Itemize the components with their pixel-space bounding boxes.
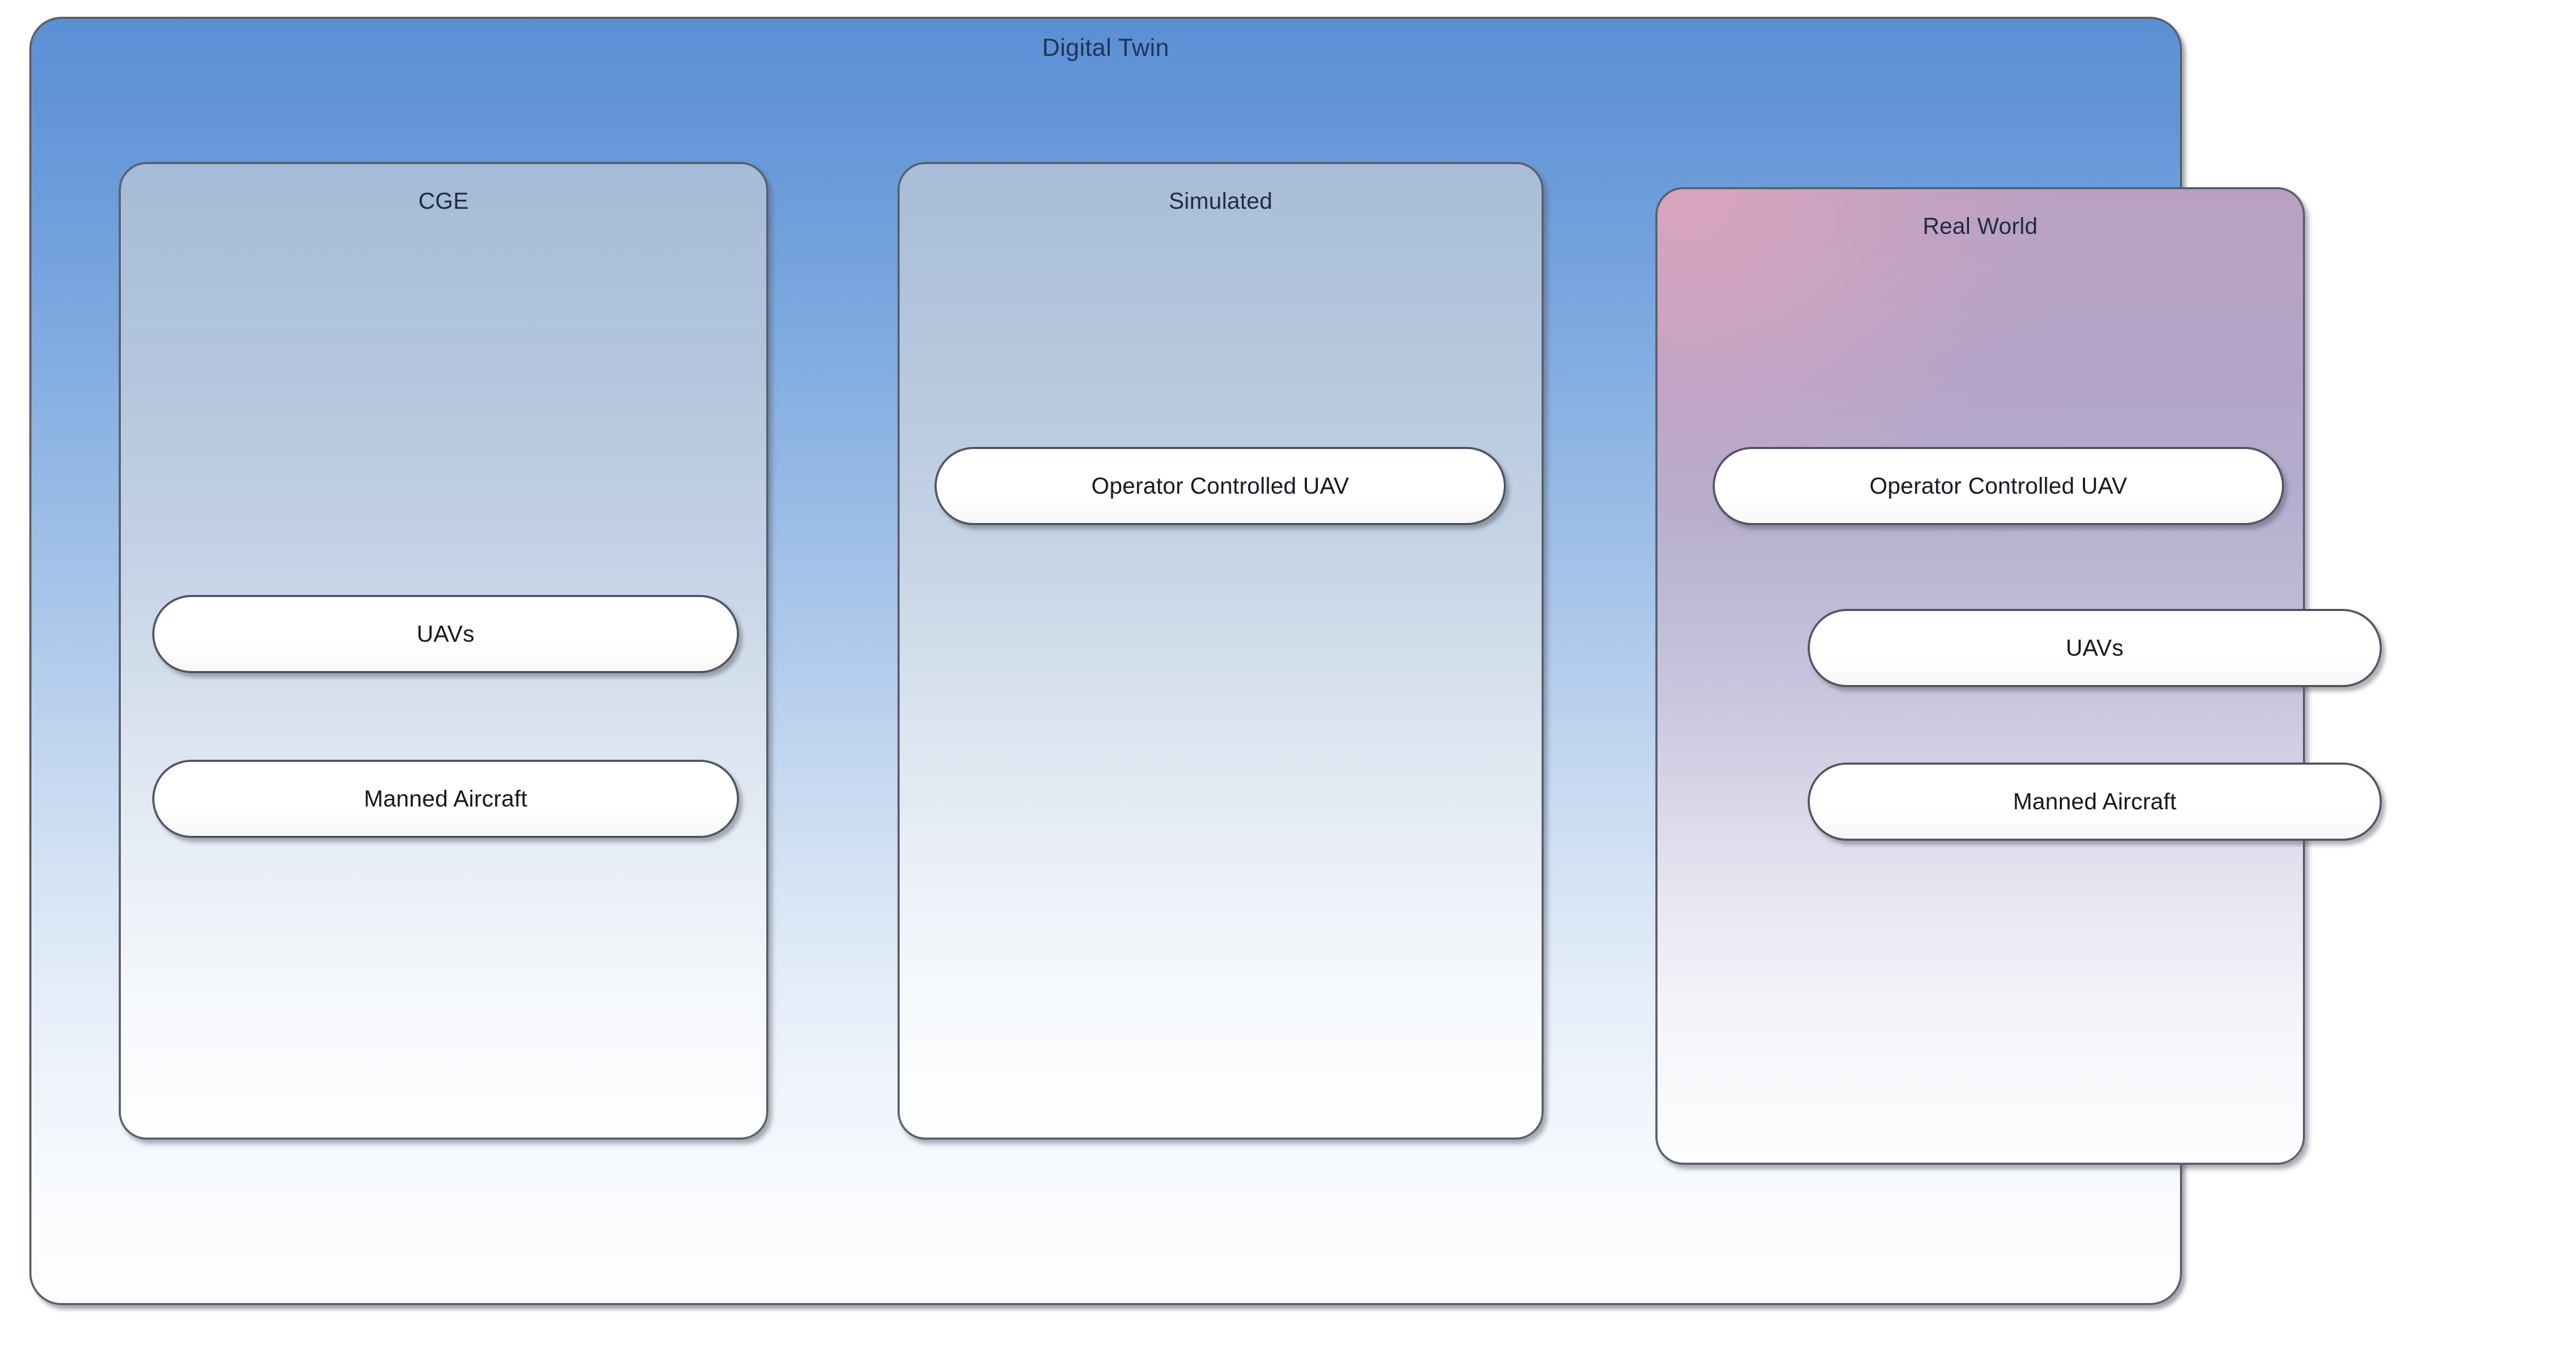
node-label: Operator Controlled UAV <box>1869 473 2128 499</box>
node-label: UAVs <box>2065 635 2124 661</box>
node-simulated-operator-controlled-uav[interactable]: Operator Controlled UAV <box>935 447 1506 525</box>
node-real-world-operator-controlled-uav[interactable]: Operator Controlled UAV <box>1713 447 2284 525</box>
node-real-world-manned-aircraft[interactable]: Manned Aircraft <box>1808 763 2382 841</box>
node-cge-uavs[interactable]: UAVs <box>152 595 739 673</box>
panel-cge-title: CGE <box>418 188 469 214</box>
node-label: Operator Controlled UAV <box>1091 473 1349 499</box>
node-cge-manned-aircraft[interactable]: Manned Aircraft <box>152 760 739 838</box>
panel-simulated-title: Simulated <box>1169 188 1273 214</box>
digital-twin-title: Digital Twin <box>1042 34 1169 61</box>
node-label: Manned Aircraft <box>363 786 528 811</box>
node-label: UAVs <box>416 621 475 647</box>
node-label: Manned Aircraft <box>2012 788 2177 814</box>
node-real-world-uavs[interactable]: UAVs <box>1808 609 2382 687</box>
panel-real-world-title: Real World <box>1922 213 2038 239</box>
panel-simulated: Simulated <box>898 162 1544 1140</box>
